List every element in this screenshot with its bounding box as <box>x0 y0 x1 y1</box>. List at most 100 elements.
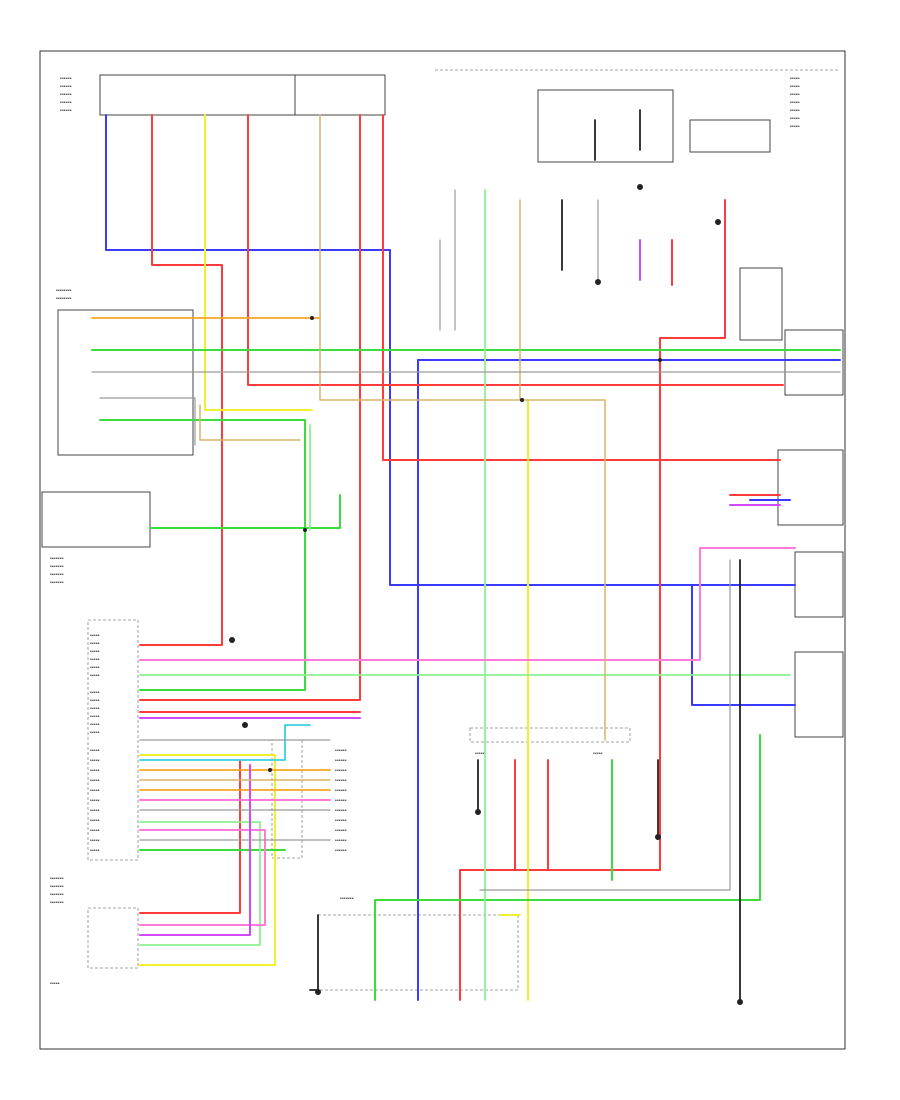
wire <box>139 754 276 966</box>
svg-text:▪▪▪▪▪: ▪▪▪▪▪ <box>90 641 100 647</box>
svg-text:▪▪▪▪▪▪▪: ▪▪▪▪▪▪▪ <box>50 876 64 882</box>
wire <box>309 914 319 991</box>
svg-text:▪▪▪▪▪▪: ▪▪▪▪▪▪ <box>335 838 347 844</box>
yellow-wires <box>139 114 529 1001</box>
svg-text:▪▪▪▪▪: ▪▪▪▪▪ <box>593 751 603 757</box>
red-wires <box>139 114 784 1001</box>
svg-text:▪▪▪▪▪▪: ▪▪▪▪▪▪ <box>335 818 347 824</box>
svg-text:▪▪▪▪▪: ▪▪▪▪▪ <box>90 848 100 854</box>
main-control-module: ▪▪▪▪▪ ▪▪▪▪▪ ▪▪▪▪▪ ▪▪▪▪▪ ▪▪▪▪▪ ▪▪▪▪▪ ▪▪▪▪… <box>87 619 139 861</box>
wire <box>139 547 796 661</box>
svg-text:▪▪▪▪▪▪▪: ▪▪▪▪▪▪▪ <box>50 564 64 570</box>
svg-text:▪▪▪▪▪▪: ▪▪▪▪▪▪ <box>60 92 72 98</box>
svg-text:▪▪▪▪▪: ▪▪▪▪▪ <box>90 808 100 814</box>
wire <box>105 114 796 586</box>
splice-dot <box>303 528 307 532</box>
svg-text:▪▪▪▪▪▪▪▪: ▪▪▪▪▪▪▪▪ <box>56 296 72 302</box>
ground-symbol <box>242 722 248 728</box>
ground-symbol <box>655 834 661 840</box>
splice-dots <box>268 316 662 772</box>
svg-text:▪▪▪▪▪: ▪▪▪▪▪ <box>90 706 100 712</box>
wire <box>139 724 311 761</box>
svg-text:▪▪▪▪▪: ▪▪▪▪▪ <box>90 690 100 696</box>
svg-text:▪▪▪▪▪: ▪▪▪▪▪ <box>790 84 800 90</box>
svg-text:▪▪▪▪▪: ▪▪▪▪▪ <box>90 657 100 663</box>
ground-symbols <box>229 184 743 1005</box>
wire <box>139 114 361 701</box>
svg-text:▪▪▪▪▪: ▪▪▪▪▪ <box>790 116 800 122</box>
svg-text:▪▪▪▪▪▪: ▪▪▪▪▪▪ <box>335 828 347 834</box>
wire <box>479 559 731 891</box>
wire <box>139 764 251 936</box>
svg-text:▪▪▪▪▪▪▪: ▪▪▪▪▪▪▪ <box>50 556 64 562</box>
right-switch-boxes <box>739 267 844 738</box>
pink-wires <box>139 547 796 926</box>
wire <box>99 419 306 691</box>
splice-dot <box>658 358 662 362</box>
svg-text:▪▪▪▪▪: ▪▪▪▪▪ <box>90 798 100 804</box>
svg-text:▪▪▪▪▪▪: ▪▪▪▪▪▪ <box>335 778 347 784</box>
svg-text:▪▪▪▪▪: ▪▪▪▪▪ <box>90 722 100 728</box>
ground-symbol <box>229 637 235 643</box>
ground-symbol <box>715 219 721 225</box>
svg-text:▪▪▪▪▪▪: ▪▪▪▪▪▪ <box>60 108 72 114</box>
svg-text:▪▪▪▪▪▪: ▪▪▪▪▪▪ <box>60 76 72 82</box>
svg-text:▪▪▪▪▪: ▪▪▪▪▪ <box>790 100 800 106</box>
svg-text:▪▪▪▪▪: ▪▪▪▪▪ <box>790 108 800 114</box>
svg-text:▪▪▪▪▪: ▪▪▪▪▪ <box>90 778 100 784</box>
ground-symbol <box>475 809 481 815</box>
wire <box>139 114 223 646</box>
wire <box>459 199 726 1001</box>
svg-text:▪▪▪▪▪: ▪▪▪▪▪ <box>90 633 100 639</box>
green-wires <box>91 349 841 1001</box>
ground-symbol <box>595 279 601 285</box>
svg-text:▪▪▪▪▪▪: ▪▪▪▪▪▪ <box>335 798 347 804</box>
svg-text:▪▪▪▪▪▪▪▪: ▪▪▪▪▪▪▪▪ <box>56 288 72 294</box>
ground-symbol <box>315 989 321 995</box>
svg-text:▪▪▪▪▪▪▪: ▪▪▪▪▪▪▪ <box>50 580 64 586</box>
svg-text:▪▪▪▪▪▪: ▪▪▪▪▪▪ <box>335 768 347 774</box>
svg-text:▪▪▪▪▪▪▪: ▪▪▪▪▪▪▪ <box>50 572 64 578</box>
svg-text:▪▪▪▪▪: ▪▪▪▪▪ <box>90 665 100 671</box>
top-fuse-block: ▪▪▪▪▪▪ ▪▪▪▪▪▪ ▪▪▪▪▪▪ ▪▪▪▪▪▪ ▪▪▪▪▪▪ <box>60 74 386 116</box>
svg-text:▪▪▪▪▪: ▪▪▪▪▪ <box>90 649 100 655</box>
svg-text:▪▪▪▪▪▪: ▪▪▪▪▪▪ <box>60 100 72 106</box>
wire <box>99 397 196 446</box>
left-switch-assembly: ▪▪▪▪▪▪▪▪ ▪▪▪▪▪▪▪▪ <box>56 288 194 456</box>
svg-text:▪▪▪▪▪: ▪▪▪▪▪ <box>90 818 100 824</box>
blue-wires <box>105 114 841 1001</box>
svg-text:▪▪▪▪▪: ▪▪▪▪▪ <box>90 698 100 704</box>
splice-dot <box>520 398 524 402</box>
lightgreen-wires <box>139 189 791 1001</box>
wire <box>382 114 781 461</box>
wire <box>149 494 341 529</box>
wire <box>247 114 784 386</box>
svg-text:▪▪▪▪▪: ▪▪▪▪▪ <box>90 838 100 844</box>
svg-text:▪▪▪▪▪: ▪▪▪▪▪ <box>790 124 800 130</box>
svg-text:▪▪▪▪▪▪: ▪▪▪▪▪▪ <box>335 848 347 854</box>
splice-dot <box>310 316 314 320</box>
splice-dot <box>268 768 272 772</box>
wire <box>204 114 313 411</box>
svg-text:▪▪▪▪▪: ▪▪▪▪▪ <box>90 714 100 720</box>
svg-text:▪▪▪▪▪▪: ▪▪▪▪▪▪ <box>335 758 347 764</box>
svg-text:▪▪▪▪▪: ▪▪▪▪▪ <box>790 76 800 82</box>
svg-text:▪▪▪▪▪: ▪▪▪▪▪ <box>90 768 100 774</box>
svg-text:▪▪▪▪▪▪: ▪▪▪▪▪▪ <box>335 788 347 794</box>
svg-text:▪▪▪▪▪▪▪: ▪▪▪▪▪▪▪ <box>50 884 64 890</box>
ground-symbol <box>737 999 743 1005</box>
tan-wires <box>139 114 606 781</box>
wire <box>139 821 261 946</box>
svg-text:▪▪▪▪▪▪: ▪▪▪▪▪▪ <box>335 748 347 754</box>
svg-text:▪▪▪▪▪: ▪▪▪▪▪ <box>790 92 800 98</box>
wire <box>691 584 796 706</box>
svg-text:▪▪▪▪▪: ▪▪▪▪▪ <box>90 673 100 679</box>
cyan-wires <box>139 724 311 761</box>
svg-text:▪▪▪▪▪▪▪: ▪▪▪▪▪▪▪ <box>50 900 64 906</box>
wire <box>139 829 266 926</box>
svg-text:▪▪▪▪▪: ▪▪▪▪▪ <box>90 730 100 736</box>
wire <box>199 404 301 441</box>
wire <box>139 759 241 914</box>
black-wires <box>309 109 741 1001</box>
